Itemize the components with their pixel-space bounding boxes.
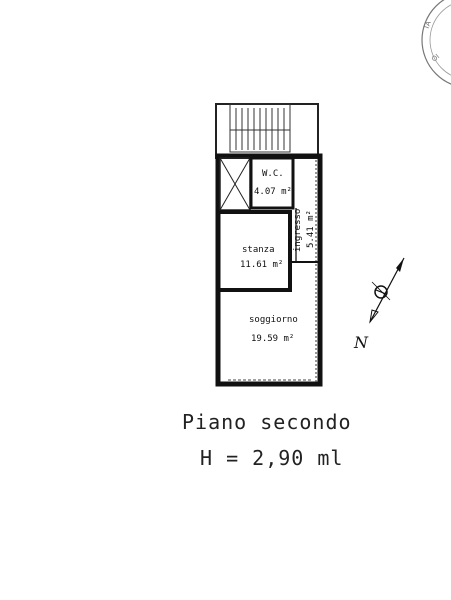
ingresso-name: ingresso [293,209,303,252]
outer-walls [215,153,323,387]
room-stanza: stanza 11.61 m² [240,245,283,270]
stamp-seal: TA OI [421,0,451,85]
room-soggiorno: soggiorno 19.59 m² [249,315,298,344]
soggiorno-area: 19.59 m² [251,334,294,344]
ceiling-height: H = 2,90 ml [200,446,344,470]
wc-area: 4.07 m² [254,187,292,197]
stanza-area: 11.61 m² [240,260,283,270]
soggiorno-name: soggiorno [249,315,298,325]
room-ingresso: ingresso 5.41 m² [293,209,316,252]
ingresso-area: 5.41 m² [306,210,316,248]
room-wc: W.C. 4.07 m² [249,156,295,210]
shaft-x [219,157,251,211]
north-label: N [353,333,369,352]
north-arrow-icon: N [353,257,405,352]
plan-title: Piano secondo [182,410,352,434]
interior-walls [220,208,318,292]
svg-text:TA: TA [422,20,433,32]
svg-text:OI: OI [430,53,441,64]
stanza-name: stanza [242,245,275,255]
wc-name: W.C. [262,169,284,179]
stair-area [215,103,319,159]
